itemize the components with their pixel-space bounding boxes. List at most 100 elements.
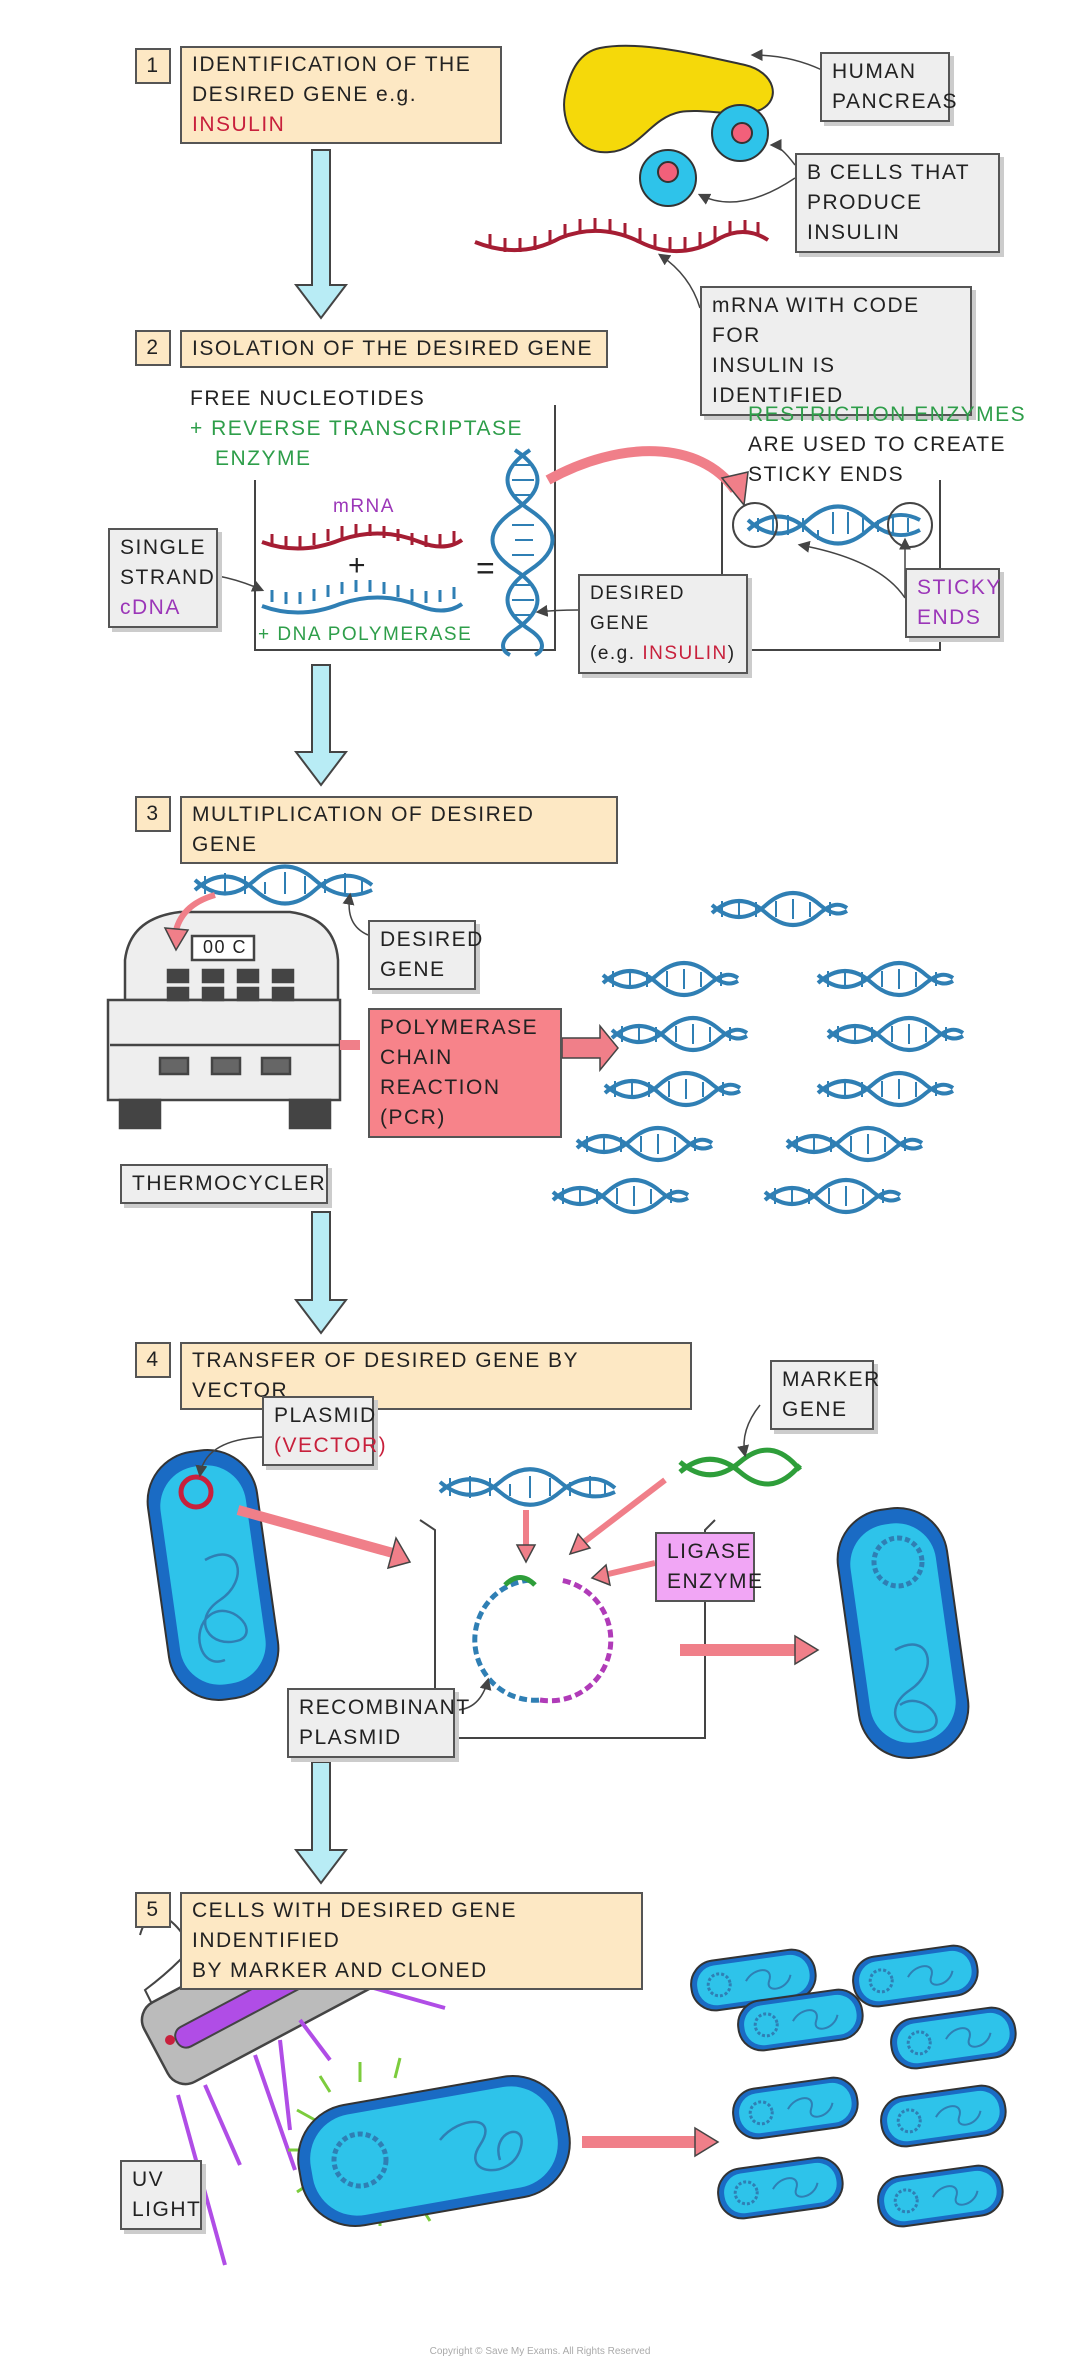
label-line: (e.g. INSULIN) — [590, 639, 736, 669]
label-line: STICKY — [917, 576, 1002, 599]
recombinant-plasmid — [472, 1575, 614, 1704]
mrna-text: mRNA — [333, 496, 395, 517]
pancreas-label: HUMAN PANCREAS — [820, 52, 958, 122]
label-line: DESIRED GENE — [590, 583, 685, 634]
desired-gene-dna-step3 — [193, 864, 374, 906]
label-line: INSULIN IS IDENTIFIED — [712, 354, 844, 407]
insulin-highlight: INSULIN — [192, 113, 286, 136]
mrna-code-label: mRNA WITH CODE FOR INSULIN IS IDENTIFIED — [700, 286, 972, 416]
vector-gene-dna — [438, 1467, 617, 1507]
mrna-strand-step2 — [261, 524, 464, 551]
step-title-text: MULTIPLICATION OF DESIRED GENE — [192, 803, 535, 856]
single-strand-label: SINGLE STRAND cDNA — [108, 528, 218, 628]
label-line: GENE — [380, 958, 446, 981]
dna-copy — [610, 1016, 749, 1052]
restriction-enzymes-text: ARE USED TO CREATE — [748, 433, 1007, 456]
label-line: MARKER — [782, 1368, 881, 1391]
thermocycler-display: 00 C — [202, 937, 248, 957]
desired-gene-label: DESIRED GENE — [368, 920, 484, 990]
uv-light-label: UV LIGHT — [120, 2160, 202, 2230]
eg-text: (e.g. — [590, 643, 636, 664]
label-line: HUMAN — [832, 60, 917, 83]
pcr-arrow — [340, 1023, 619, 1073]
cloned-bacterium — [880, 2084, 1007, 2148]
dna-copy — [816, 1071, 955, 1107]
step-title: ISOLATION OF THE DESIRED GENE — [180, 330, 608, 368]
thermocycler-label: THERMOCYCLER — [120, 1164, 328, 1204]
step4-arrows — [236, 1477, 820, 1666]
cloned-bacterium — [852, 1944, 979, 2008]
marker-gene-label: MARKER GENE — [770, 1360, 881, 1430]
sticky-ends-label: STICKY ENDS — [905, 568, 1000, 638]
beaker-left — [254, 405, 556, 651]
pcr-label: POLYMERASE CHAIN REACTION (PCR) — [368, 1008, 562, 1138]
vertical-dna-helix — [490, 448, 555, 657]
dna-copies-group — [551, 891, 965, 1214]
label-line: ENDS — [917, 606, 982, 629]
cloned-bacterium — [890, 2006, 1017, 2070]
label-line: (PCR) — [380, 1106, 446, 1129]
pointer-lines-step2 — [217, 537, 911, 617]
step-title: MULTIPLICATION OF DESIRED GENE — [180, 796, 618, 864]
dna-copy — [575, 1126, 714, 1162]
step-number: 3 — [135, 796, 171, 832]
marker-gene-dna — [678, 1447, 802, 1487]
plasmid-label: PLASMID (VECTOR) — [262, 1396, 388, 1466]
step-title-text: TRANSFER OF DESIRED GENE BY VECTOR — [192, 1349, 579, 1402]
label-line: UV — [132, 2168, 165, 2191]
reverse-transcriptase-text: + REVERSE TRANSCRIPTASE — [190, 417, 524, 440]
label-line: ENZYME — [667, 1570, 764, 1593]
step-number: 4 — [135, 1342, 171, 1378]
step-title: IDENTIFICATION OF THE DESIRED GENE e.g. … — [180, 46, 502, 144]
cloned-bacterium — [732, 2076, 859, 2140]
step-number-text: 1 — [146, 54, 160, 77]
label-line: CHAIN REACTION — [380, 1046, 501, 1099]
step-title-line: DESIRED GENE e.g. INSULIN — [192, 80, 490, 140]
label-line: (VECTOR) — [274, 1434, 388, 1457]
bacterium-right — [836, 1507, 970, 1759]
step-number: 2 — [135, 330, 171, 366]
bacterium-left — [146, 1449, 280, 1701]
dna-copy — [785, 1126, 924, 1162]
label-text: THERMOCYCLER — [132, 1172, 327, 1195]
gene-to-machine-arrow — [163, 892, 216, 952]
dna-copy — [710, 891, 849, 927]
label-line: β CELLS THAT — [807, 161, 971, 184]
dna-copy — [601, 961, 740, 997]
step-number-text: 2 — [146, 336, 160, 359]
label-line: PLASMID — [299, 1726, 402, 1749]
step-number-text: 3 — [146, 802, 160, 825]
equals-sign: = — [476, 550, 497, 586]
label-line: RECOMBINANT — [299, 1696, 471, 1719]
label-line: PANCREAS — [832, 90, 958, 113]
step-title-line: IDENTIFICATION OF THE — [192, 53, 472, 76]
clone-arrow — [582, 2126, 720, 2158]
free-nucleotides-text: FREE NUCLEOTIDES — [190, 387, 426, 410]
beta-cell — [711, 104, 769, 162]
restriction-arrow — [545, 446, 749, 507]
pointer-lines-step1 — [658, 49, 823, 309]
cloned-bacterium — [717, 2156, 844, 2220]
pointer-lines-step3 — [342, 892, 369, 936]
paren-text: ) — [727, 643, 736, 664]
glowing-bacterium — [297, 2075, 571, 2227]
dna-copy — [551, 1178, 690, 1214]
ligase-enzyme-label: LIGASE ENZYME — [655, 1532, 764, 1602]
cloned-bacterium — [877, 2164, 1004, 2228]
beta-cell — [639, 149, 697, 207]
pancreas-shape — [563, 44, 774, 154]
label-line: SINGLE — [120, 536, 207, 559]
dna-copy — [816, 961, 955, 997]
label-line: mRNA WITH CODE FOR — [712, 294, 920, 347]
cloned-bacteria-group — [690, 1944, 1017, 2228]
pointer-lines-step4 — [195, 1404, 761, 1711]
eg-text: e.g. — [376, 83, 418, 106]
label-line: DESIRED — [380, 928, 484, 951]
step-number: 1 — [135, 48, 171, 84]
flow-arrow-4 — [293, 1761, 349, 1885]
beta-cells-label: β CELLS THAT PRODUCE INSULIN — [795, 153, 1000, 253]
step-number-text: 4 — [146, 1348, 160, 1371]
step-title-text: ISOLATION OF THE DESIRED GENE — [192, 337, 593, 360]
cdna-strand — [261, 580, 464, 615]
label-line: PRODUCE INSULIN — [807, 191, 923, 244]
